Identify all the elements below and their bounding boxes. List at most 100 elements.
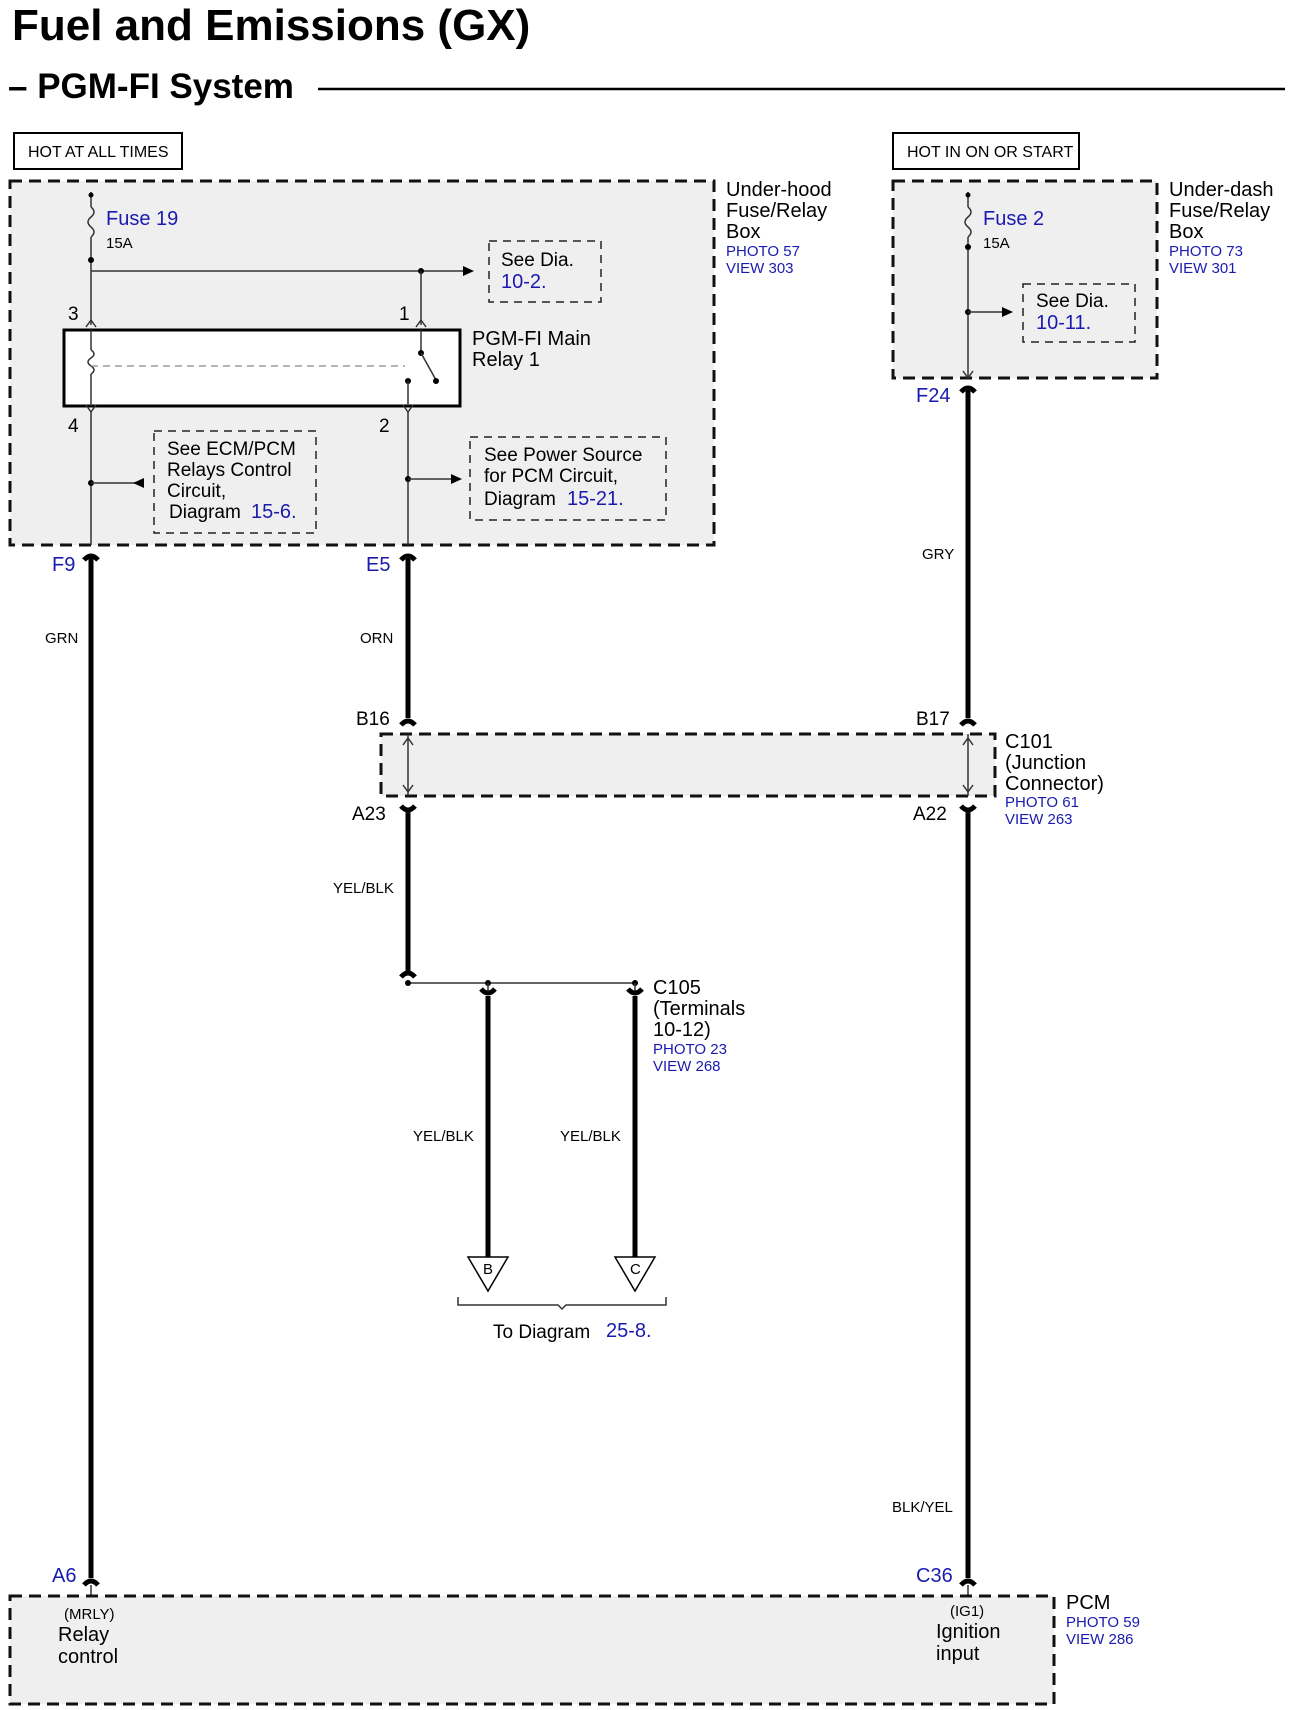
- fuse19-rating: 15A: [106, 235, 133, 252]
- c105-photo-link[interactable]: PHOTO 23: [653, 1041, 727, 1058]
- link-diagram-15-21[interactable]: 15-21.: [567, 488, 624, 510]
- c101-view-link[interactable]: VIEW 263: [1005, 811, 1073, 828]
- pcm-ig1-code: (IG1): [950, 1603, 984, 1620]
- c105-name-line-3: 10-12): [653, 1019, 711, 1041]
- underhood-photo-link[interactable]: PHOTO 57: [726, 243, 800, 260]
- c101-name-line-2: (Junction: [1005, 752, 1086, 774]
- pcm-view-link[interactable]: VIEW 286: [1066, 1631, 1134, 1648]
- terminal-f24: F24: [916, 385, 950, 407]
- wire-label-grn: GRN: [45, 630, 78, 647]
- pcm-label: PCM PHOTO 59 VIEW 286: [1066, 1592, 1140, 1648]
- pcm-box: [8, 1594, 1056, 1706]
- pgm-fi-main-relay: [62, 328, 462, 408]
- link-diagram-25-8[interactable]: 25-8.: [606, 1320, 652, 1342]
- c101-photo-link[interactable]: PHOTO 61: [1005, 794, 1079, 811]
- relay-name-line-2: Relay 1: [472, 349, 540, 371]
- pcm-mrly-code: (MRLY): [64, 1606, 115, 1623]
- wire-label-yel-blk-3: YEL/BLK: [560, 1128, 621, 1145]
- underdash-box-label: Under-dash Fuse/Relay Box PHOTO 73 VIEW …: [1169, 179, 1274, 277]
- f24-chevron-icon: [962, 370, 974, 379]
- fuse19-top-dot: [88, 192, 94, 198]
- hot-at-all-times-box: [13, 132, 183, 170]
- pin3-chevron-icon: [85, 319, 97, 328]
- wire-label-blk-yel: BLK/YEL: [892, 1499, 953, 1516]
- c105-view-link[interactable]: VIEW 268: [653, 1058, 721, 1075]
- pcm-relay-control-line-1: Relay: [58, 1624, 109, 1646]
- fuse2-icon: [964, 206, 972, 238]
- terminal-a6: A6: [52, 1565, 76, 1587]
- to-diagram-label: To Diagram: [493, 1322, 590, 1343]
- fuse2-name[interactable]: Fuse 2: [983, 208, 1044, 230]
- note-ecm-pcm-relays: [153, 430, 317, 534]
- fuse2-top-dot: [965, 192, 971, 198]
- page-subtitle: – PGM-FI System: [8, 67, 294, 106]
- connector-a23-icon: [399, 804, 417, 813]
- connector-a22-icon: [959, 804, 977, 813]
- fuse19-icon: [87, 206, 95, 238]
- c105-name-line-2: (Terminals: [653, 998, 745, 1020]
- connector-b16-icon: [399, 718, 417, 727]
- note-ecm-line-2: Relays Control: [167, 460, 292, 481]
- underhood-name-line-3: Box: [726, 221, 760, 243]
- note-ecm-line-1: See ECM/PCM: [167, 439, 296, 460]
- c105-label: C105 (Terminals 10-12) PHOTO 23 VIEW 268: [653, 977, 745, 1075]
- wire-label-orn: ORN: [360, 630, 393, 647]
- note-see-dia-10-2: [488, 240, 602, 303]
- underdash-photo-link[interactable]: PHOTO 73: [1169, 243, 1243, 260]
- relay-pin-1: 1: [399, 304, 410, 325]
- link-diagram-15-6[interactable]: 15-6.: [251, 501, 297, 523]
- pcm-photo-link[interactable]: PHOTO 59: [1066, 1614, 1140, 1631]
- switch-contact-right: [433, 378, 439, 384]
- underdash-view-link[interactable]: VIEW 301: [1169, 260, 1237, 277]
- note-ecm-diagram-label: Diagram: [169, 502, 241, 523]
- underhood-name-line-2: Fuse/Relay: [726, 200, 827, 222]
- relay-name-line-1: PGM-FI Main: [472, 328, 591, 350]
- link-dia-10-11[interactable]: 10-11.: [1036, 312, 1091, 334]
- pcm-ignition-input-line-1: Ignition: [936, 1621, 1001, 1643]
- underhood-name-line-1: Under-hood: [726, 179, 832, 201]
- c101-left-chevrons-icon: [402, 737, 414, 793]
- output-b-triangle-icon[interactable]: [466, 1256, 510, 1293]
- c101-name-line-3: Connector): [1005, 773, 1104, 795]
- relay-pin-4: 4: [68, 416, 79, 437]
- hot-at-all-times-label: HOT AT ALL TIMES: [28, 144, 169, 161]
- link-dia-10-2[interactable]: 10-2.: [501, 271, 547, 293]
- connector-c105-b-icon: [479, 987, 497, 996]
- underhood-box-label: Under-hood Fuse/Relay Box PHOTO 57 VIEW …: [726, 179, 832, 277]
- terminal-a22: A22: [913, 804, 947, 825]
- underhood-view-link[interactable]: VIEW 303: [726, 260, 794, 277]
- output-b-label: B: [483, 1261, 493, 1278]
- hot-in-on-or-start-box: [892, 132, 1080, 170]
- terminal-f9: F9: [52, 554, 75, 576]
- fuse2-bottom-dot: [965, 244, 971, 250]
- note-power-source: [469, 436, 667, 521]
- output-c-triangle-icon[interactable]: [613, 1256, 657, 1293]
- note-power-line-1: See Power Source: [484, 445, 642, 466]
- pcm-name: PCM: [1066, 1592, 1110, 1614]
- note-see-dia-10-2-text: See Dia.: [501, 250, 574, 271]
- output-c-label: C: [630, 1261, 641, 1278]
- terminal-b17: B17: [916, 709, 950, 730]
- c105-bus-dot-left: [405, 980, 411, 986]
- wire-label-yel-blk-1: YEL/BLK: [333, 880, 394, 897]
- pcm-relay-control-line-2: control: [58, 1646, 118, 1668]
- page-title: Fuel and Emissions (GX): [12, 1, 530, 50]
- fuse19-name[interactable]: Fuse 19: [106, 208, 178, 230]
- pin1-chevron-icon: [415, 319, 427, 328]
- connector-c105-c-icon: [626, 987, 644, 996]
- pin4-chevron-icon: [85, 404, 97, 413]
- note-power-diagram-label: Diagram: [484, 489, 556, 510]
- underdash-name-line-2: Fuse/Relay: [1169, 200, 1270, 222]
- arrow-left-icon: [133, 478, 144, 488]
- note-see-dia-10-11-text: See Dia.: [1036, 291, 1109, 312]
- terminal-e5: E5: [366, 554, 390, 576]
- underdash-name-line-1: Under-dash: [1169, 179, 1274, 201]
- relay-coil-icon: [87, 349, 95, 375]
- terminal-b16: B16: [356, 709, 390, 730]
- c101-name-line-1: C101: [1005, 731, 1053, 753]
- arrow-right-icon: [1002, 307, 1013, 317]
- arrow-right-icon: [451, 474, 462, 484]
- c101-right-chevrons-icon: [962, 737, 974, 793]
- relay-pin-3: 3: [68, 304, 79, 325]
